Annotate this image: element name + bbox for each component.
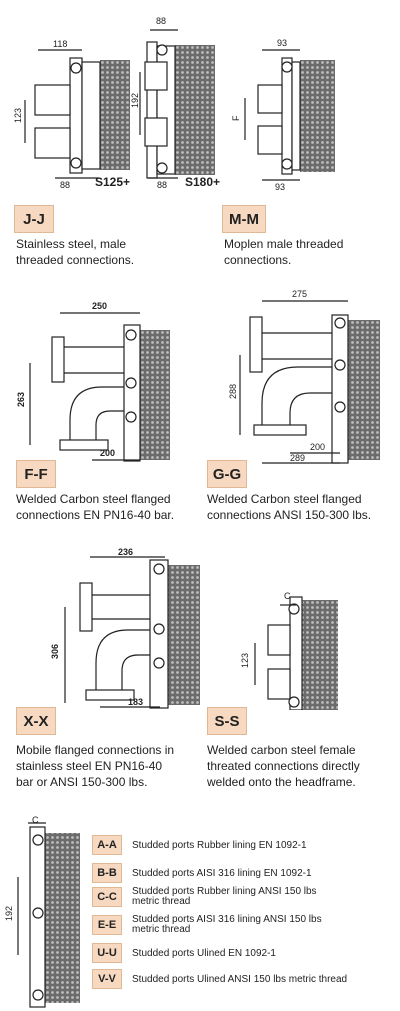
gg-drawing <box>239 300 380 464</box>
xx-dim-183: 183 <box>128 697 143 707</box>
caption-mm: Moplen male threaded connections. <box>224 237 344 267</box>
code-mm: M-M <box>222 205 266 233</box>
bottom-drawing: C 192 <box>4 815 80 1008</box>
s180-dim-88-top: 88 <box>156 16 166 26</box>
legend-text: Studded ports AISI 316 lining EN 1092-1 <box>132 867 312 879</box>
code-ff: F-F <box>16 460 56 488</box>
mm-drawing <box>244 49 335 181</box>
ss-dim-c: C <box>284 591 291 601</box>
caption-ff: Welded Carbon steel flanged connections … <box>16 492 175 522</box>
caption-ss: Welded carbon steel female threated conn… <box>207 743 360 789</box>
legend-code: C-C <box>92 887 122 907</box>
ff-dim-263: 263 <box>16 392 26 407</box>
ss-dim-123: 123 <box>240 653 250 668</box>
legend-text: Studded ports Ulined EN 1092-1 <box>132 947 276 959</box>
legend-code: V-V <box>92 969 122 989</box>
mm-dim-f: F <box>231 115 241 121</box>
legend-item: V-V Studded ports Ulined ANSI 150 lbs me… <box>92 969 348 989</box>
legend-text: Studded ports Rubber lining EN 1092-1 <box>132 839 307 851</box>
lower-diagrams: 236 306 183 C 123 65 <box>50 547 338 710</box>
legend-item: U-U Studded ports Ulined EN 1092-1 <box>92 943 276 963</box>
ff-dim-200: 200 <box>100 448 115 458</box>
code-gg: G-G <box>207 460 247 488</box>
bottom-dim-192: 192 <box>4 906 14 921</box>
legend-item: A-A Studded ports Rubber lining EN 1092-… <box>92 835 307 855</box>
middle-diagrams: 250 263 200 275 288 200 289 <box>16 289 380 464</box>
mm-dim-93-top: 93 <box>277 38 287 48</box>
caption-jj: Stainless steel, male threaded connectio… <box>16 237 135 267</box>
legend-item: E-E Studded ports AISI 316 lining ANSI 1… <box>92 914 322 935</box>
top-diagrams: 118 123 88 S125+ 88 192 88 S180+ 93 F 93 <box>13 16 335 192</box>
caption-gg: Welded Carbon steel flanged connections … <box>207 492 372 522</box>
legend-item: B-B Studded ports AISI 316 lining EN 109… <box>92 863 312 883</box>
gg-dim-288: 288 <box>228 384 238 399</box>
legend-code: U-U <box>92 943 122 963</box>
code-xx: X-X <box>16 707 56 735</box>
ss-drawing <box>254 596 338 710</box>
variant-s125: S125+ <box>95 175 130 189</box>
caption-xx: Mobile flanged connections in stainless … <box>16 743 175 789</box>
s180-dim-192: 192 <box>130 93 140 108</box>
gg-dim-275: 275 <box>292 289 307 299</box>
code-ss: S-S <box>207 707 247 735</box>
legend-text: Studded ports Ulined ANSI 150 lbs metric… <box>132 973 348 985</box>
xx-dim-236: 236 <box>118 547 133 557</box>
jj-s180-drawing <box>139 29 215 179</box>
legend-code: A-A <box>92 835 122 855</box>
xx-drawing <box>64 556 200 709</box>
legend-code: B-B <box>92 863 122 883</box>
variant-s180: S180+ <box>185 175 220 189</box>
gg-dim-289: 289 <box>290 453 305 463</box>
xx-dim-306: 306 <box>50 644 60 659</box>
jj-dim-88a: 88 <box>60 180 70 190</box>
s180-dim-88-bottom: 88 <box>157 180 167 190</box>
jj-dim-123: 123 <box>13 108 23 123</box>
legend-text: Studded ports Rubber lining ANSI 150 lbs… <box>132 886 317 907</box>
jj-s125-drawing <box>24 49 130 179</box>
legend-item: C-C Studded ports Rubber lining ANSI 150… <box>92 886 317 907</box>
ff-dim-250: 250 <box>92 301 107 311</box>
jj-dim-118: 118 <box>53 39 67 49</box>
mm-dim-93-bottom: 93 <box>275 182 285 192</box>
bottom-dim-c: C <box>32 815 39 825</box>
gg-dim-200: 200 <box>310 442 325 452</box>
ff-drawing <box>29 312 170 462</box>
code-jj: J-J <box>14 205 54 233</box>
legend-code: E-E <box>92 915 122 935</box>
legend-text: Studded ports AISI 316 lining ANSI 150 l… <box>132 914 322 935</box>
